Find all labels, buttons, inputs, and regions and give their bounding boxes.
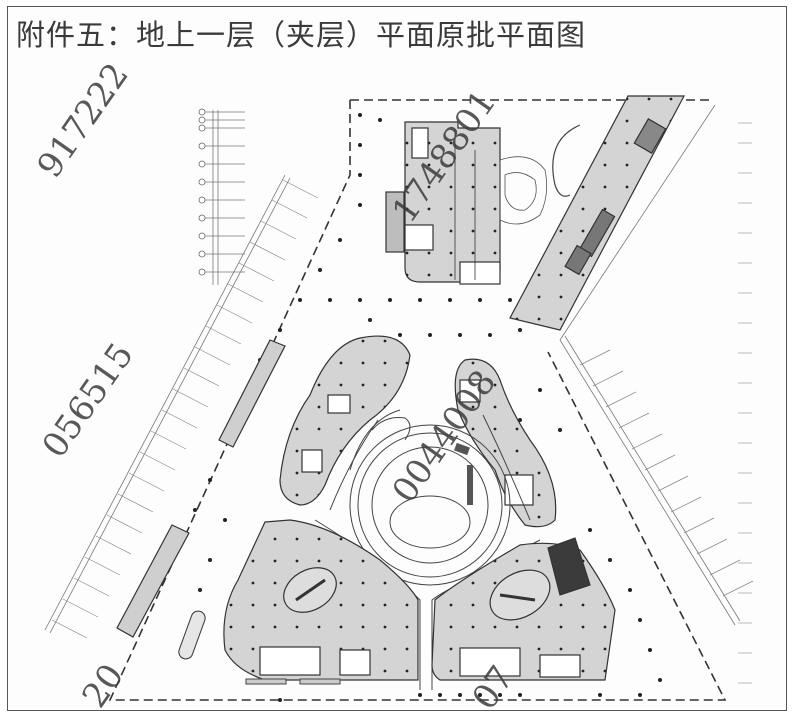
axis-grid-diagonal-west (44, 174, 291, 634)
axis-grid-west (205, 110, 245, 285)
plaza-column-grid (193, 113, 662, 702)
west-curved-building (279, 335, 411, 506)
right-margin-marks (738, 122, 752, 684)
watermark-5: 20 (75, 657, 133, 715)
bottom-legend-marks (245, 678, 341, 685)
watermark-3: 056515 (35, 336, 142, 465)
small-pill-structure (178, 610, 206, 660)
north-building (385, 121, 501, 285)
axis-ticks-diagonal-west (51, 179, 319, 639)
northeast-strip-building (509, 95, 685, 331)
document-title: 附件五：地上一层（夹层）平面原批平面图 (16, 18, 587, 52)
east-curved-building (454, 358, 557, 528)
southeast-building (431, 537, 616, 681)
axis-bubbles-west (198, 108, 206, 276)
watermark-1: 917222 (30, 56, 137, 185)
curved-feature-northeast (552, 124, 581, 197)
central-plaza-dark-segments (454, 442, 473, 505)
axis-grid-diagonal-east (559, 104, 741, 626)
southwest-building (223, 519, 419, 681)
axis-ticks-diagonal-east (579, 349, 754, 597)
garden-feature-north (499, 156, 548, 225)
west-slab-buildings (116, 339, 286, 638)
